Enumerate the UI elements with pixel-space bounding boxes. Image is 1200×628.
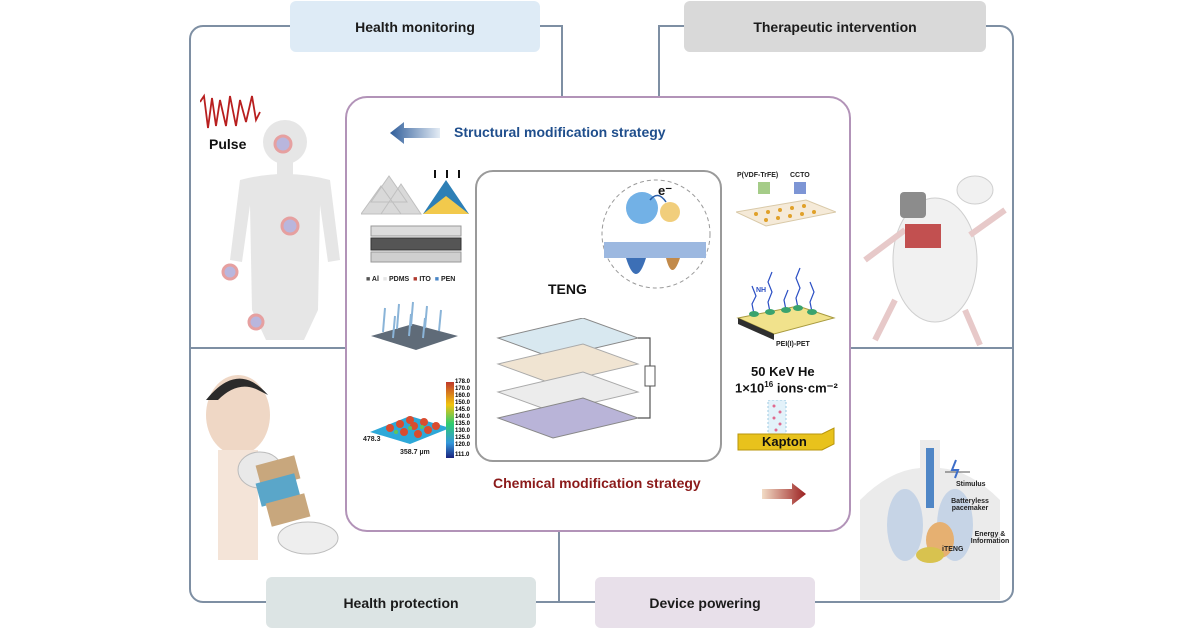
colorbar-tick: 170.0 <box>455 386 471 392</box>
teng-label: TENG <box>548 281 587 297</box>
structural-strategy-title: Structural modification strategy <box>454 124 666 140</box>
left-arrow-icon <box>390 122 440 144</box>
electron-transfer-inset <box>601 179 711 289</box>
colorbar-ticks: 178.0 170.0 160.0 150.0 145.0 140.0 135.… <box>455 379 477 461</box>
rat-illustration <box>863 175 1007 347</box>
fluence-exponent: 16 <box>764 380 774 389</box>
legend-ito: ITO <box>419 276 431 283</box>
fluence-unit: ions·cm⁻² <box>773 380 838 396</box>
layer-legend: ■ Al ■ PDMS ■ ITO ■ PEN <box>366 276 456 283</box>
colorbar-tick: 150.0 <box>455 400 471 406</box>
tag-device-powering: Device powering <box>595 577 815 628</box>
kapton-film <box>737 427 835 451</box>
ccto-label: CCTO <box>790 172 810 179</box>
iteng-label: iTENG <box>942 546 964 553</box>
height-colorbar <box>446 382 454 458</box>
topography-x-dimension: 358.7 µm <box>400 449 430 456</box>
composite-film <box>736 182 836 227</box>
colorbar-tick: 135.0 <box>455 421 471 427</box>
pulse-waveform-icon <box>200 93 261 129</box>
colorbar-tick: 178.0 <box>455 379 471 385</box>
teng-layer-stack <box>496 318 656 439</box>
legend-pdms: PDMS <box>389 276 410 283</box>
colorbar-tick: 145.0 <box>455 407 471 413</box>
energy-info-label: Energy & Information <box>970 531 1010 545</box>
legend-pen: PEN <box>440 276 456 283</box>
nanowire-array-surface <box>371 301 458 350</box>
colorbar-tick: 160.0 <box>455 393 471 399</box>
kapton-label: Kapton <box>762 434 807 449</box>
nh-label: NH <box>756 287 767 294</box>
colorbar-tick: 120.0 <box>455 442 471 448</box>
tag-health-monitoring: Health monitoring <box>290 1 540 52</box>
legend-al: Al <box>371 276 379 283</box>
pyramid-microstructure <box>361 170 469 215</box>
pvdf-label: P(VDF-TrFE) <box>737 172 779 179</box>
colorbar-tick: 140.0 <box>455 414 471 420</box>
topography-y-dimension: 478.3 <box>363 436 381 443</box>
pulse-label: Pulse <box>209 136 247 152</box>
tag-therapeutic-intervention: Therapeutic intervention <box>684 1 986 52</box>
chemical-strategy-title: Chemical modification strategy <box>493 475 701 491</box>
irradiation-fluence: 1×1016 ions·cm⁻² <box>735 380 838 396</box>
tag-health-protection: Health protection <box>266 577 536 628</box>
surface-topography-map <box>370 416 450 444</box>
stimulus-label: Stimulus <box>956 481 986 488</box>
pei-label: PEI(I)-PET <box>776 341 810 348</box>
face-mask-illustration <box>206 375 339 560</box>
ion-beam <box>767 400 787 434</box>
fluence-base: 1×10 <box>735 380 765 396</box>
colorbar-tick: 125.0 <box>455 435 471 441</box>
layered-device-stack <box>370 225 462 263</box>
electron-label: e⁻ <box>658 183 673 198</box>
colorbar-tick: 111.0 <box>455 452 470 458</box>
irradiation-energy: 50 KeV He <box>751 364 815 379</box>
torso-pacemaker-illustration <box>860 440 1000 600</box>
right-arrow-icon <box>762 483 806 505</box>
human-body-silhouette <box>221 120 340 340</box>
pacemaker-label: Batteryless pacemaker <box>951 498 989 512</box>
colorbar-tick: 130.0 <box>455 428 471 434</box>
pei-grafted-surface <box>736 267 836 340</box>
